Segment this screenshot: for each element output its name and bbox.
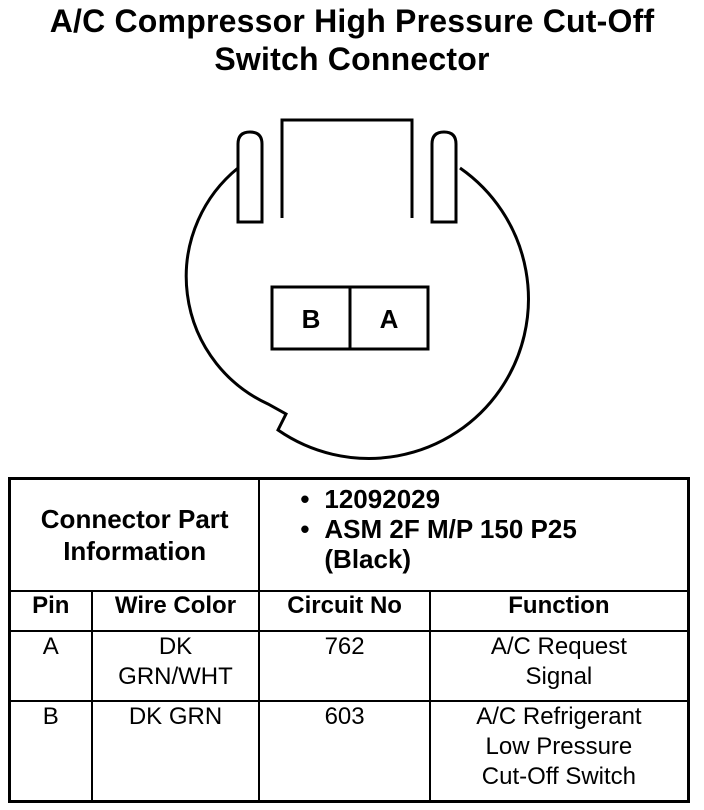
part-description: ASM 2F M/P 150 P25 [324, 514, 577, 544]
cell-function: A/C Refrigerant Low Pressure Cut-Off Swi… [428, 700, 690, 803]
cell-circuit: 762 [258, 630, 431, 702]
part-info-label-line-2: Information [63, 536, 207, 566]
pin-label-b: B [302, 304, 321, 334]
header-circuit-no: Circuit No [258, 590, 431, 632]
cell-wire-color: DK GRN/WHT [90, 630, 261, 702]
connector-center-tab [280, 118, 414, 218]
pin-label-a: A [380, 304, 399, 334]
part-info-label: Connector Part Information [8, 477, 261, 592]
cell-pin: A [8, 630, 93, 702]
table-row: B DK GRN 603 A/C Refrigerant Low Pressur… [8, 700, 690, 803]
connector-body-outline [184, 166, 530, 460]
part-info-values: • 12092029 • ASM 2F M/P 150 P25 (Black) [258, 477, 690, 592]
connector-left-latch [236, 130, 264, 224]
header-pin: Pin [8, 590, 93, 632]
wire-color-line-1: DK [158, 633, 193, 660]
function-line-2: Low Pressure [485, 733, 633, 760]
connector-info-table: Connector Part Information • 12092029 • … [8, 477, 690, 803]
pin-cavity-a [348, 285, 430, 351]
bullet-2: • [300, 514, 310, 544]
part-number: 12092029 [324, 484, 441, 514]
header-wire-color: Wire Color [90, 590, 261, 632]
diagram-title: A/C Compressor High Pressure Cut-Off Swi… [0, 2, 704, 78]
title-line-2: Switch Connector [214, 41, 490, 77]
connector-drawing: B A [184, 118, 530, 460]
part-number-line: • 12092029 [300, 484, 687, 514]
cell-function: A/C Request Signal [428, 630, 690, 702]
part-color: (Black) [324, 544, 412, 574]
bullet-1: • [300, 484, 310, 514]
function-line-1: A/C Refrigerant [476, 703, 642, 730]
wire-color-line-1: DK GRN [128, 703, 223, 730]
cell-wire-color: DK GRN [90, 700, 261, 803]
cell-pin: B [8, 700, 93, 803]
table-header-row: Pin Wire Color Circuit No Function [8, 590, 690, 632]
cell-circuit: 603 [258, 700, 431, 803]
part-description-line: • ASM 2F M/P 150 P25 [300, 514, 687, 544]
function-line-3: Cut-Off Switch [481, 763, 637, 790]
connector-right-latch [430, 130, 458, 224]
part-info-row: Connector Part Information • 12092029 • … [8, 477, 690, 592]
function-line-2: Signal [525, 663, 593, 690]
title-line-1: A/C Compressor High Pressure Cut-Off [49, 3, 655, 39]
table-row: A DK GRN/WHT 762 A/C Request Signal [8, 630, 690, 702]
wire-color-line-2: GRN/WHT [118, 663, 233, 690]
part-info-label-line-1: Connector Part [40, 504, 229, 534]
connector-diagram: B A [184, 118, 530, 460]
header-function: Function [428, 590, 690, 632]
function-line-1: A/C Request [490, 633, 627, 660]
